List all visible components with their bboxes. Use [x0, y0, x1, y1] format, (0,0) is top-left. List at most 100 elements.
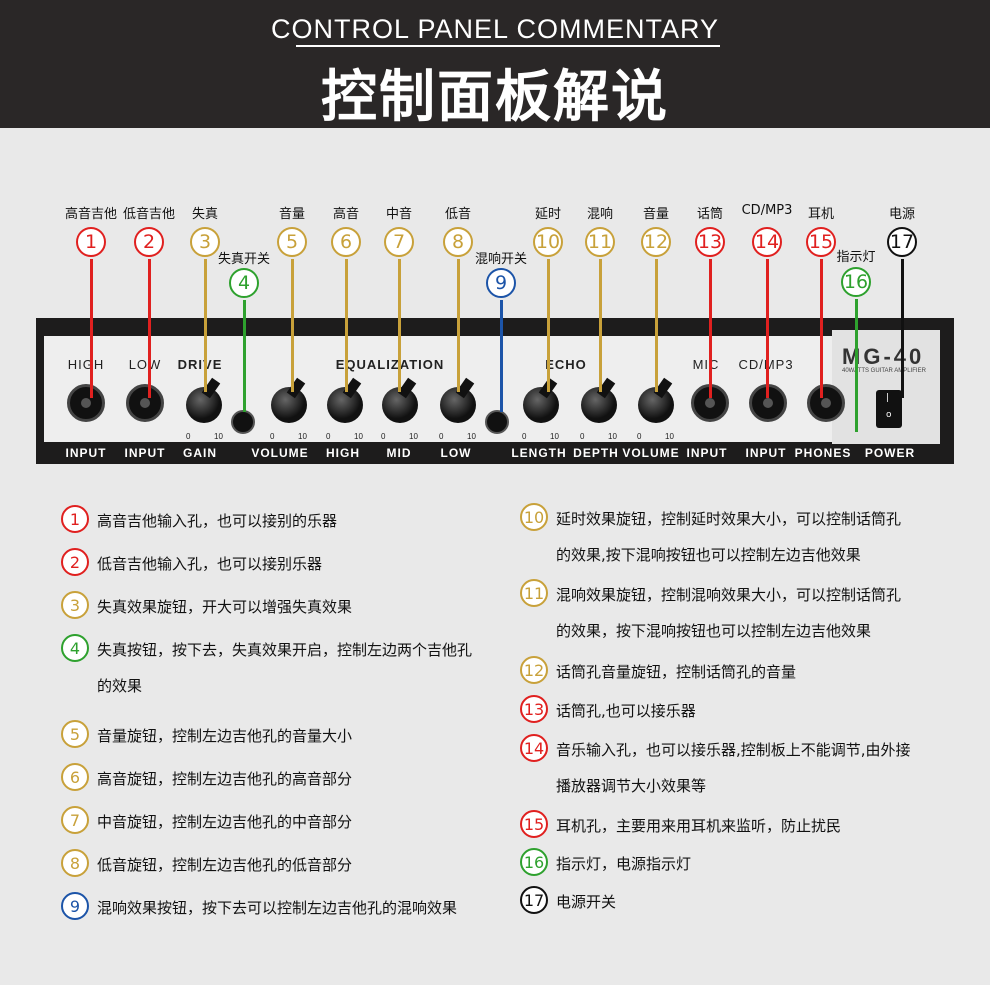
panel-label-volume-2: VOLUME	[622, 446, 680, 460]
description-number-5: 5	[61, 720, 89, 748]
micvol-scale-max: 10	[665, 432, 674, 441]
callout-label-14: CD/MP3	[741, 203, 793, 218]
callout-number-16: 16	[841, 267, 871, 297]
callout-number-15: 15	[806, 227, 836, 257]
callout-line-2	[148, 259, 151, 398]
description-text-13-1: 话筒孔,也可以接乐器	[556, 702, 696, 720]
panel-label-input-4: INPUT	[745, 446, 787, 460]
description-number-12: 12	[520, 656, 548, 684]
callout-label-6: 高音	[332, 207, 360, 222]
callout-line-14	[766, 259, 769, 398]
panel-label-input-1: INPUT	[65, 446, 107, 460]
high-scale-min: 0	[326, 432, 331, 441]
callout-number-11: 11	[585, 227, 615, 257]
description-text-14-2: 播放器调节大小效果等	[556, 777, 707, 795]
panel-label-input-3: INPUT	[686, 446, 728, 460]
panel-faceplate	[44, 336, 846, 442]
callout-line-17	[901, 259, 904, 398]
gain-scale-max: 10	[214, 432, 223, 441]
panel-label-depth: DEPTH	[573, 446, 619, 460]
gain-scale-min: 0	[186, 432, 191, 441]
callout-number-13: 13	[695, 227, 725, 257]
description-text-5-1: 音量旋钮，控制左边吉他孔的音量大小	[97, 727, 353, 745]
callout-number-8: 8	[443, 227, 473, 257]
model-subtitle: 40WATTS GUITAR AMPLIFIER	[842, 368, 926, 374]
description-text-14-1: 音乐输入孔，也可以接乐器,控制板上不能调节,由外接	[556, 741, 911, 759]
callout-number-9: 9	[486, 268, 516, 298]
description-text-15-1: 耳机孔，主要用来用耳机来监听，防止扰民	[556, 817, 842, 835]
description-number-9: 9	[61, 892, 89, 920]
callout-label-10: 延时	[534, 207, 562, 222]
panel-label-equalization: EQUALIZATION	[335, 357, 445, 372]
mic-volume-knob[interactable]	[638, 387, 674, 423]
callout-number-3: 3	[190, 227, 220, 257]
mid-scale-max: 10	[409, 432, 418, 441]
low-scale-min: 0	[439, 432, 444, 441]
volume-knob[interactable]	[271, 387, 307, 423]
description-number-14: 14	[520, 734, 548, 762]
callout-number-4: 4	[229, 268, 259, 298]
description-text-17-1: 电源开关	[556, 893, 617, 911]
callout-label-11: 混响	[586, 207, 614, 222]
description-number-13: 13	[520, 695, 548, 723]
callout-label-8: 低音	[444, 207, 472, 222]
callout-line-3	[204, 259, 207, 392]
description-text-7-1: 中音旋钮，控制左边吉他孔的中音部分	[97, 813, 353, 831]
callout-line-11	[599, 259, 602, 392]
mic-input-jack[interactable]	[691, 384, 729, 422]
callout-number-10: 10	[533, 227, 563, 257]
callout-label-12: 音量	[642, 207, 670, 222]
callout-label-9: 混响开关	[474, 252, 528, 267]
volume-scale-max: 10	[298, 432, 307, 441]
callout-line-8	[457, 259, 460, 392]
description-text-1-1: 高音吉他输入孔，也可以接别的乐器	[97, 512, 338, 530]
panel-label-cdmp3: CD/MP3	[738, 357, 793, 372]
description-number-8: 8	[61, 849, 89, 877]
description-number-16: 16	[520, 848, 548, 876]
description-text-11-1: 混响效果旋钮，控制混响效果大小，可以控制话筒孔	[556, 586, 902, 604]
description-text-6-1: 高音旋钮，控制左边吉他孔的高音部分	[97, 770, 353, 788]
description-number-3: 3	[61, 591, 89, 619]
echo-switch-button[interactable]	[485, 410, 509, 434]
description-number-17: 17	[520, 886, 548, 914]
callout-label-16: 指示灯	[836, 250, 876, 265]
callout-number-6: 6	[331, 227, 361, 257]
panel-label-gain: GAIN	[183, 446, 217, 460]
panel-label-eq-low: LOW	[440, 446, 472, 460]
callout-line-9	[500, 300, 503, 412]
mid-eq-knob[interactable]	[382, 387, 418, 423]
high-input-jack[interactable]	[67, 384, 105, 422]
description-number-2: 2	[61, 548, 89, 576]
phones-jack[interactable]	[807, 384, 845, 422]
mid-scale-min: 0	[381, 432, 386, 441]
callout-number-2: 2	[134, 227, 164, 257]
callout-number-5: 5	[277, 227, 307, 257]
drive-switch-button[interactable]	[231, 410, 255, 434]
low-scale-max: 10	[467, 432, 476, 441]
high-eq-knob[interactable]	[327, 387, 363, 423]
callout-number-1: 1	[76, 227, 106, 257]
description-text-8-1: 低音旋钮，控制左边吉他孔的低音部分	[97, 856, 353, 874]
description-text-10-1: 延时效果旋钮，控制延时效果大小，可以控制话筒孔	[556, 510, 902, 528]
panel-label-input-2: INPUT	[124, 446, 166, 460]
title-underline	[296, 45, 720, 47]
volume-scale-min: 0	[270, 432, 275, 441]
panel-label-mid: MID	[386, 446, 412, 460]
echo-depth-knob[interactable]	[581, 387, 617, 423]
length-scale-min: 0	[522, 432, 527, 441]
drive-gain-knob[interactable]	[186, 387, 222, 423]
description-number-10: 10	[520, 503, 548, 531]
panel-label-high: HIGH	[67, 357, 105, 372]
power-switch[interactable]: |o	[876, 390, 902, 428]
callout-line-6	[345, 259, 348, 392]
low-eq-knob[interactable]	[440, 387, 476, 423]
panel-label-echo: ECHO	[545, 357, 587, 372]
low-input-jack[interactable]	[126, 384, 164, 422]
echo-length-knob[interactable]	[523, 387, 559, 423]
callout-number-14: 14	[752, 227, 782, 257]
length-scale-max: 10	[550, 432, 559, 441]
callout-line-15	[820, 259, 823, 398]
callout-line-10	[547, 259, 550, 392]
panel-label-mic: MIC	[692, 357, 720, 372]
depth-scale-max: 10	[608, 432, 617, 441]
